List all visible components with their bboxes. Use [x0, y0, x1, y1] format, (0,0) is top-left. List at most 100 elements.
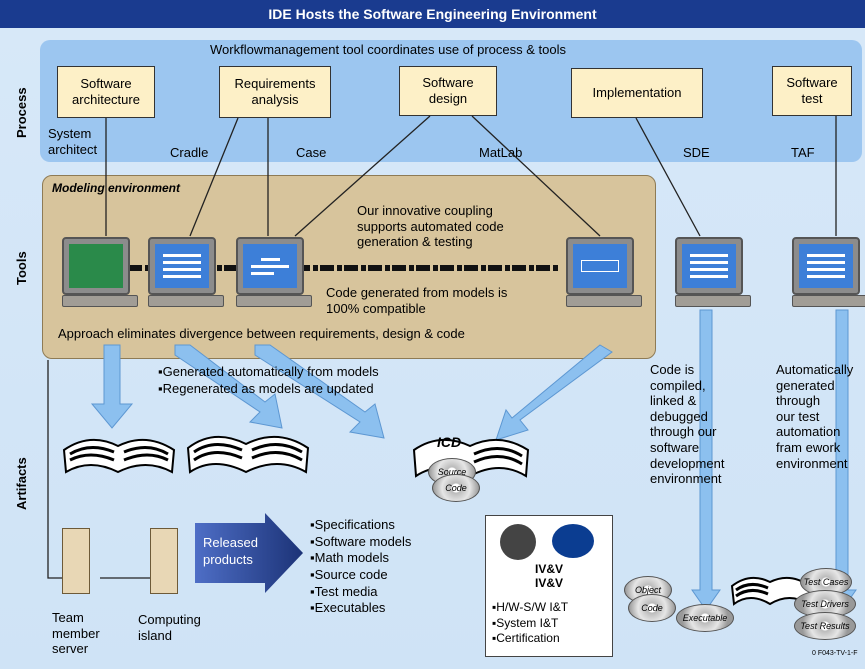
approach-note: Approach eliminates divergence between r…	[58, 326, 465, 341]
bullet-item: Generated automatically from models	[158, 364, 379, 381]
note-line: fram ework	[776, 439, 841, 455]
note-line: Code is	[650, 362, 695, 377]
cd-label: Code	[641, 603, 663, 613]
document-lines-icon	[799, 244, 853, 288]
monitor-icon	[566, 237, 634, 295]
monitor-icon	[792, 237, 860, 295]
label-line: products	[203, 551, 253, 567]
ivv-title: IV&V IV&V	[486, 562, 612, 591]
cd-label: Test Results	[800, 621, 850, 631]
tool-name-line: architect	[48, 141, 98, 157]
product-list: Specifications Software models Math mode…	[310, 517, 412, 617]
process-box-line: design	[428, 91, 468, 106]
artifact-arrow	[495, 344, 613, 441]
ivv-items: H/W-S/W I&T System I&T Certification	[492, 600, 568, 647]
team-member-server-label: Team member server	[52, 610, 100, 657]
note-line: generated	[776, 377, 835, 393]
process-box-line: Implementation	[592, 85, 682, 101]
tool-matlab: MatLab	[479, 145, 523, 160]
footnote-code: 0 F043-TV-1-F	[812, 650, 858, 657]
note-line: generation & testing	[357, 234, 473, 250]
server-tower-icon	[150, 528, 178, 594]
process-box-line: Software	[80, 76, 132, 92]
note-line: compiled,	[650, 377, 706, 393]
workstation-architecture	[62, 237, 138, 307]
note-line: Our innovative coupling	[357, 203, 493, 218]
ivv-title-line: IV&V	[534, 576, 563, 591]
connector-line	[294, 115, 431, 237]
process-box-line: analysis	[251, 92, 299, 107]
label-line: Computing	[138, 612, 201, 627]
compatibility-note: Code generated from models is 100% compa…	[326, 285, 507, 316]
book-icon	[186, 435, 310, 474]
cd-label: Test Drivers	[801, 599, 849, 609]
note-line: through our	[650, 424, 717, 440]
monitor-icon	[148, 237, 216, 295]
note-line: Code generated from models is	[326, 285, 508, 300]
book-icon	[62, 439, 176, 474]
monitor-icon	[236, 237, 304, 295]
workstation-requirements	[148, 237, 224, 307]
diagram-title: IDE Hosts the Software Engineering Envir…	[0, 0, 865, 28]
workstation-design	[236, 237, 312, 307]
product-item: Executables	[310, 600, 411, 617]
keyboard-icon	[62, 295, 138, 307]
product-item: Test media	[310, 584, 411, 601]
note-line: supports automated code	[357, 218, 504, 234]
cd-icon: Code	[628, 594, 676, 622]
tool-case: Case	[296, 145, 327, 160]
process-caption: Workflowmanagement tool coordinates use …	[210, 42, 566, 57]
block-diagram-icon	[573, 244, 627, 288]
code-compile-note: Code is compiled, linked & debugged thro…	[650, 362, 724, 487]
note-line: environment	[776, 455, 848, 471]
globe-icon	[69, 244, 123, 288]
note-line: through	[776, 393, 821, 409]
process-box-line: Software	[786, 75, 838, 91]
released-products-label: Released products	[203, 535, 258, 569]
process-box-line: test	[801, 91, 823, 106]
ivv-card: IV&V IV&V H/W-S/W I&T System I&T Certifi…	[485, 515, 613, 657]
mission-patch-icon	[500, 524, 536, 560]
keyboard-icon	[236, 295, 312, 307]
cd-label: Object	[634, 585, 661, 595]
icd-label: ICD	[437, 434, 462, 450]
note-line: debugged	[650, 408, 708, 424]
monitor-icon	[675, 237, 743, 295]
label-line: island	[138, 627, 172, 643]
keyboard-icon	[675, 295, 751, 307]
cd-label: Executable	[682, 613, 728, 623]
cd-icon: Executable	[676, 604, 734, 632]
keyboard-icon	[148, 295, 224, 307]
note-line: 100% compatible	[326, 300, 426, 316]
product-item: Source code	[310, 567, 411, 584]
artifact-arrow	[691, 309, 721, 611]
document-lines-icon	[155, 244, 209, 288]
product-item: Math models	[310, 550, 411, 567]
process-box-line: architecture	[72, 92, 140, 107]
cd-label: Test Cases	[803, 577, 849, 587]
released-products-arrow	[195, 513, 303, 593]
cd-icon: Code	[432, 474, 480, 502]
auto-generated-bullets: Generated automatically from models Rege…	[158, 364, 379, 397]
ivv-item: H/W-S/W I&T	[492, 600, 568, 616]
note-line: development	[650, 455, 725, 471]
modeling-heading: Modeling environment	[52, 181, 181, 195]
workstation-sde	[675, 237, 751, 307]
process-box-line: Requirements	[234, 76, 316, 92]
keyboard-icon	[566, 295, 642, 307]
keyboard-icon	[792, 295, 865, 307]
tool-cradle: Cradle	[170, 145, 209, 160]
computing-island-label: Computing island	[138, 612, 201, 643]
workstation-matlab	[566, 237, 642, 307]
ivv-item: Certification	[492, 631, 568, 647]
test-automation-note: Automatically generated through our test…	[776, 362, 853, 471]
tool-system-architect: System architect	[48, 126, 97, 157]
cd-icon: Test Results	[794, 612, 856, 640]
connector-line	[635, 117, 701, 237]
product-item: Specifications	[310, 517, 411, 534]
monitor-icon	[62, 237, 130, 295]
